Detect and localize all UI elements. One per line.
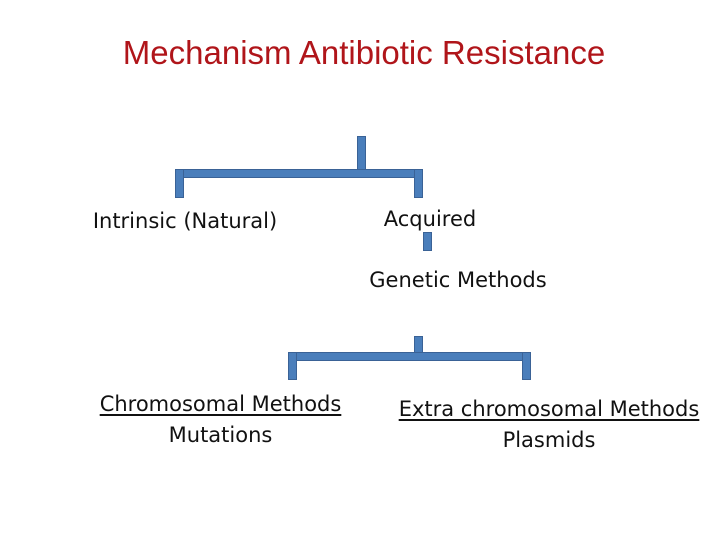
connector-drop-intrinsic: [175, 169, 184, 198]
connector-drop-acquired: [414, 169, 423, 198]
node-label-acquired: Acquired: [383, 207, 477, 231]
connector-drop-extra-chromosomal: [522, 352, 531, 380]
connector-split-bar-top: [175, 169, 423, 178]
node-label-plasmids: Plasmids: [502, 428, 596, 452]
node-label-intrinsic: Intrinsic (Natural): [92, 209, 278, 233]
node-label-extra-chromosomal-methods: Extra chromosomal Methods: [398, 397, 700, 421]
connector-acquired-to-genetic: [423, 232, 432, 251]
node-label-genetic-methods: Genetic Methods: [369, 268, 547, 292]
page-title: Mechanism Antibiotic Resistance: [122, 34, 606, 71]
connector-split-bar-bottom: [288, 352, 531, 361]
connector-drop-chromosomal: [288, 352, 297, 380]
node-label-chromosomal-methods: Chromosomal Methods: [99, 392, 342, 416]
node-label-mutations: Mutations: [168, 423, 273, 447]
